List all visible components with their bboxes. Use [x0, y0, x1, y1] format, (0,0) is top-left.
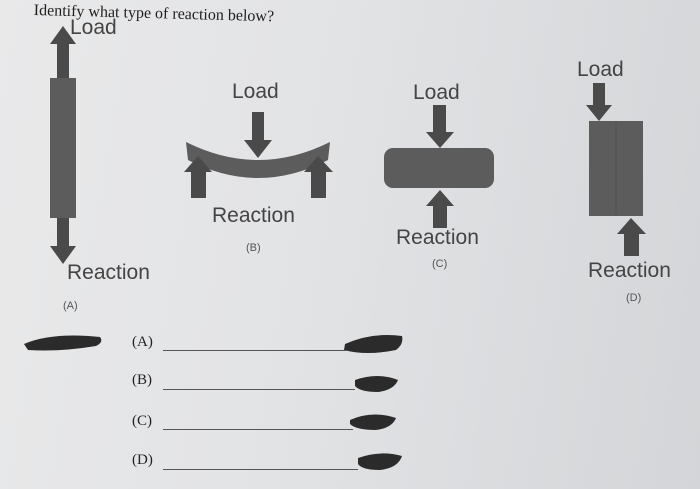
figure-d-load-label: Load: [577, 58, 624, 81]
scribble-left: [24, 335, 102, 351]
answer-blank-a[interactable]: [163, 350, 348, 351]
scribble-a: [344, 335, 403, 353]
figure-b-reaction-label: Reaction: [212, 204, 295, 227]
answer-label-b: (B): [132, 372, 152, 388]
figure-c-reaction-label: Reaction: [396, 226, 479, 249]
figure-b-load-arrow: [244, 112, 272, 158]
figure-b-reaction-arrow-right: [304, 156, 333, 198]
redaction-scribbles: [24, 335, 403, 470]
figure-a-reaction-label: Reaction: [67, 261, 150, 284]
figure-a-load-arrow: [50, 26, 76, 78]
figure-d-reaction-arrow: [617, 218, 646, 256]
answer-label-c: (C): [132, 413, 152, 429]
figure-b-member: [186, 142, 330, 178]
figure-a-diagram: [50, 26, 76, 264]
figure-c-member: [384, 148, 494, 188]
scribble-d: [358, 453, 402, 470]
figure-b-diagram: [184, 112, 333, 198]
figure-d-diagram: [586, 83, 646, 256]
figure-c-diagram: [384, 105, 494, 228]
figure-a-member: [50, 78, 76, 218]
answer-blank-d[interactable]: [163, 469, 358, 470]
scribble-c: [350, 414, 396, 430]
answer-label-d: (D): [132, 452, 153, 468]
figure-c-caption: (C): [432, 258, 448, 270]
answer-label-a: (A): [132, 334, 153, 350]
figure-b-reaction-arrow-left: [184, 156, 212, 198]
figure-a-reaction-arrow: [50, 218, 76, 264]
figure-d-load-arrow: [586, 83, 612, 121]
answer-blank-c[interactable]: [163, 429, 353, 430]
figure-b-caption: (B): [246, 242, 261, 254]
figure-a-caption: (A): [63, 300, 78, 312]
figure-a-load-label: Load: [70, 16, 117, 39]
figure-d-reaction-label: Reaction: [588, 259, 671, 282]
figure-b-load-label: Load: [232, 80, 279, 103]
scribble-b: [355, 376, 398, 392]
figure-c-load-label: Load: [413, 81, 460, 104]
figure-c-reaction-arrow: [426, 190, 454, 228]
figure-d-caption: (D): [626, 292, 642, 304]
answer-blank-b[interactable]: [163, 389, 355, 390]
figure-c-load-arrow: [426, 105, 454, 148]
